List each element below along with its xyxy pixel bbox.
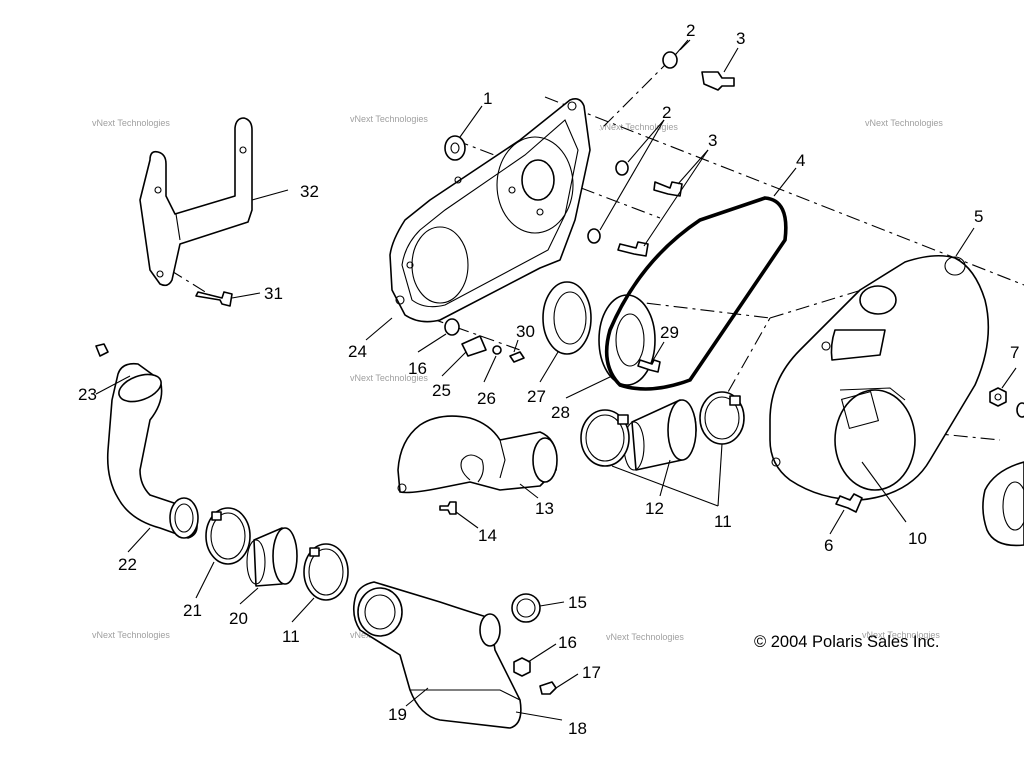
- hose-clamp: [511, 593, 541, 623]
- washer-part: [513, 657, 531, 677]
- screw-part: [509, 351, 525, 363]
- watermark: vNext Technologies: [92, 630, 170, 640]
- seal-part: [542, 281, 592, 355]
- hose-clamp: [303, 543, 349, 601]
- washer-part: [444, 318, 460, 336]
- callout-29: 29: [660, 323, 679, 342]
- callout-13: 13: [535, 499, 554, 518]
- gasket-part: [982, 461, 1024, 547]
- bracket-part: [139, 117, 253, 287]
- cover-edge: [1016, 402, 1024, 418]
- watermark: vNext Technologies: [350, 373, 428, 383]
- watermark: vNext Technologies: [92, 118, 170, 128]
- callout-28: 28: [551, 403, 570, 422]
- elbow-duct: [106, 362, 199, 539]
- callout-25: 25: [432, 381, 451, 400]
- washer-part: [444, 135, 466, 161]
- washer-part: [492, 345, 502, 355]
- washer-part: [587, 228, 601, 244]
- callout-numbers: 1 2 2 3 3 4 5 6 7 10 11 11 12 13 14 15 1…: [78, 21, 1019, 738]
- hose-clamp: [205, 507, 251, 565]
- callout-17: 17: [582, 663, 601, 682]
- callout-23: 23: [78, 385, 97, 404]
- bolt-part: [617, 241, 649, 257]
- callout-16: 16: [558, 633, 577, 652]
- bolt-part: [701, 71, 735, 91]
- callout-2: 2: [686, 21, 695, 40]
- watermark: vNext Technologies: [606, 632, 684, 642]
- callout-20: 20: [229, 609, 248, 628]
- callout-31: 31: [264, 284, 283, 303]
- hose-part: [246, 527, 298, 587]
- callout-1: 1: [483, 89, 492, 108]
- hose-clamp: [699, 391, 745, 445]
- callout-3: 3: [736, 29, 745, 48]
- outer-clutch-cover: [769, 254, 990, 501]
- callout-14: 14: [478, 526, 497, 545]
- callout-11: 11: [714, 512, 732, 531]
- callout-11: 11: [282, 627, 300, 646]
- watermark: vNext Technologies: [600, 122, 678, 132]
- lower-duct: [352, 581, 522, 729]
- drive-belt: [604, 196, 788, 391]
- screw-part: [195, 291, 233, 307]
- intake-housing: [397, 415, 558, 494]
- washer-part: [662, 51, 678, 69]
- callout-6: 6: [824, 536, 833, 555]
- callout-30: 30: [516, 322, 535, 341]
- leader-lines: [95, 39, 1017, 721]
- callout-19: 19: [388, 705, 407, 724]
- watermark: vNext Technologies: [865, 118, 943, 128]
- callout-5: 5: [974, 207, 983, 226]
- screw-part: [439, 501, 457, 515]
- callout-3: 3: [708, 131, 717, 150]
- callout-4: 4: [796, 151, 805, 170]
- duct-connector-part: [623, 399, 697, 471]
- callout-21: 21: [183, 601, 202, 620]
- screw-part: [637, 359, 661, 373]
- copyright-text: © 2004 Polaris Sales Inc.: [754, 633, 940, 651]
- callout-2: 2: [662, 103, 671, 122]
- callout-16: 16: [408, 359, 427, 378]
- callout-18: 18: [568, 719, 587, 738]
- bolt-part: [653, 181, 683, 197]
- callout-22: 22: [118, 555, 137, 574]
- callout-27: 27: [527, 387, 546, 406]
- callout-10: 10: [908, 529, 927, 548]
- washer-part: [615, 160, 629, 176]
- callout-32: 32: [300, 182, 319, 201]
- nut-part: [989, 387, 1007, 407]
- bolt-part: [835, 493, 863, 513]
- hose-clamp: [580, 409, 630, 467]
- watermark: vNext Technologies: [350, 114, 428, 124]
- inner-cover-plate: [389, 98, 591, 323]
- screw-part: [539, 681, 557, 695]
- callout-12: 12: [645, 499, 664, 518]
- callout-15: 15: [568, 593, 587, 612]
- callout-7: 7: [1010, 343, 1019, 362]
- callout-26: 26: [477, 389, 496, 408]
- screw-part: [95, 343, 109, 357]
- callout-24: 24: [348, 342, 367, 361]
- watermark: vNext Technologies: [862, 630, 940, 640]
